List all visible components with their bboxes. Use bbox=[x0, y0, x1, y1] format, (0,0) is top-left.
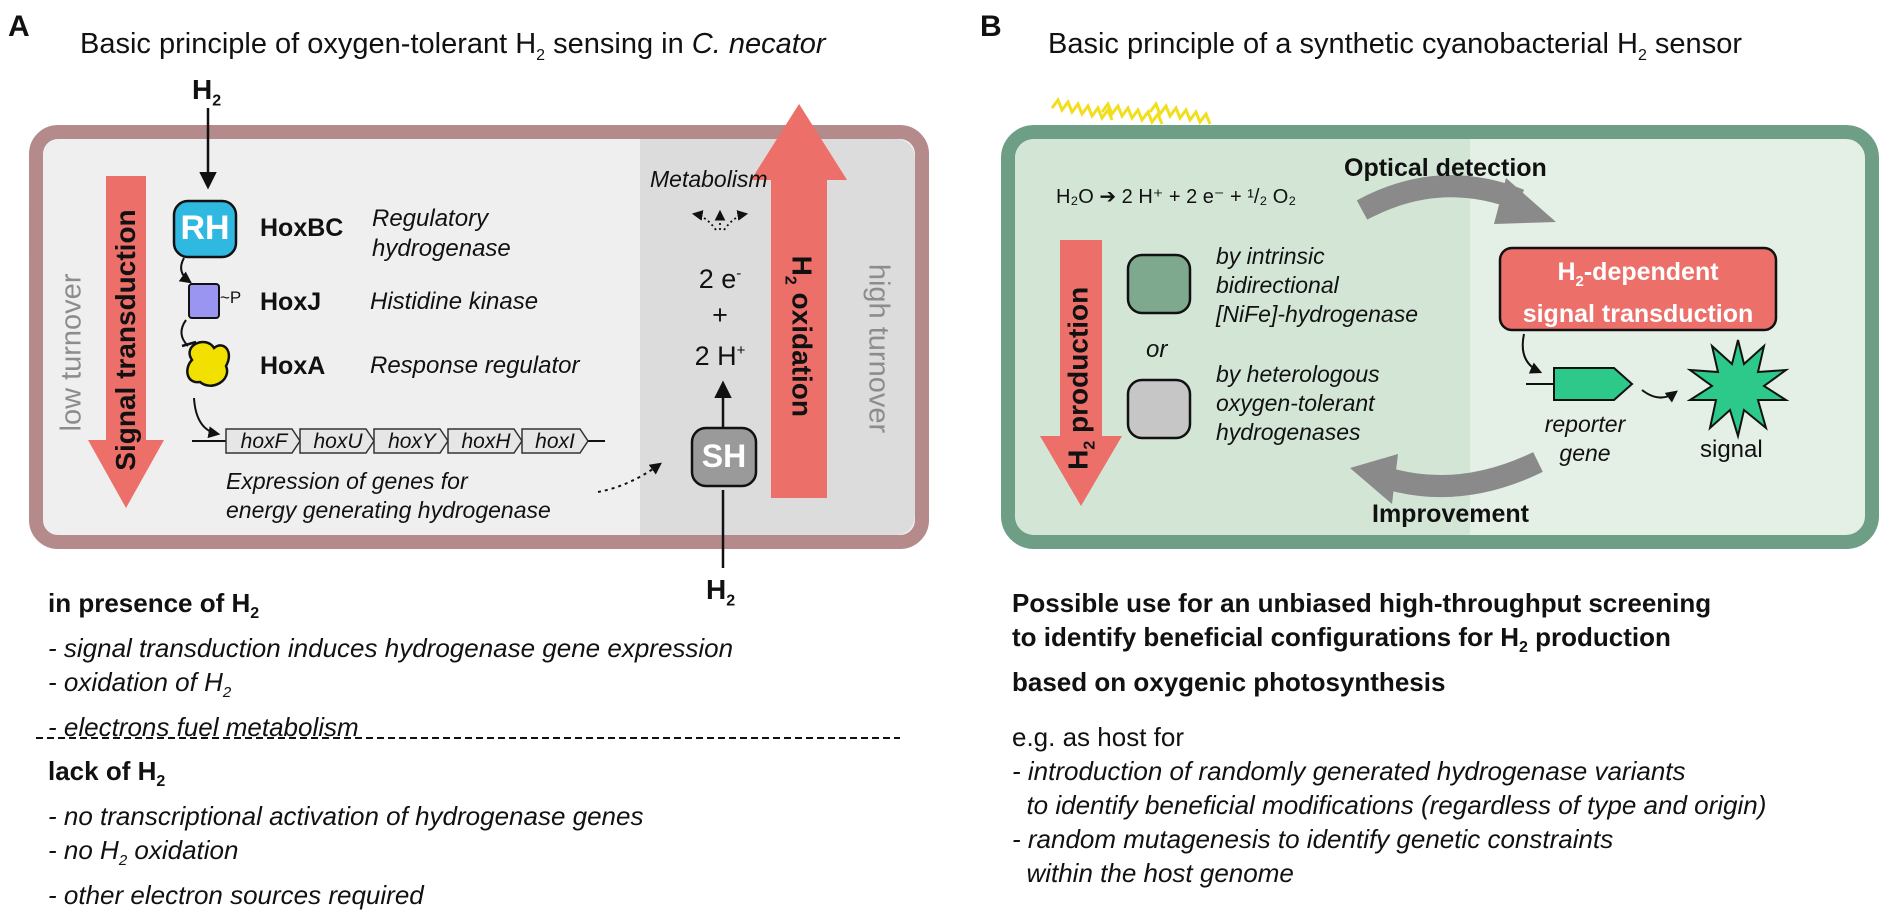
phospho-label: ~P bbox=[220, 288, 242, 307]
intrinsic-hydrogenase-box bbox=[1126, 253, 1192, 315]
eg-item: within the host genome bbox=[1012, 858, 1294, 888]
protein-name-hoxj: HoxJ bbox=[260, 288, 322, 316]
reporter-gene-shape bbox=[1553, 367, 1634, 401]
eg-label: e.g. as host for bbox=[1012, 722, 1184, 752]
host-use-list: e.g. as host for - introduction of rando… bbox=[1012, 720, 1766, 890]
protein-name-hoxa: HoxA bbox=[260, 352, 326, 380]
rh-box bbox=[172, 199, 238, 259]
gene-hoxU bbox=[299, 428, 375, 454]
presence-item: - oxidation of H2 bbox=[48, 667, 232, 702]
sh-label: SH bbox=[701, 438, 747, 474]
gene-operon bbox=[225, 428, 589, 454]
rh-label: RH bbox=[180, 209, 230, 247]
lack-list: lack of H2 - no transcriptional activati… bbox=[48, 754, 643, 912]
presence-list: in presence of H2 - signal transduction … bbox=[48, 586, 733, 744]
electrons-protons-label: 2 e- + 2 H+ bbox=[694, 264, 746, 371]
h2-production-arrow bbox=[1040, 240, 1122, 506]
or-label: or bbox=[1146, 336, 1168, 363]
panel-b-title: Basic principle of a synthetic cyanobact… bbox=[1048, 28, 1742, 64]
metabolism-label: Metabolism bbox=[650, 166, 768, 192]
kinase-box bbox=[188, 283, 220, 319]
high-turnover-label: high turnover bbox=[862, 263, 895, 434]
metabolism-arrows bbox=[691, 209, 749, 231]
light-icon bbox=[1050, 96, 1212, 126]
gene-label-hoxh: hoxH bbox=[461, 430, 511, 453]
h2-bottom-label: H2 bbox=[706, 574, 736, 610]
gene-label-hoxi: hoxI bbox=[535, 430, 575, 453]
gene-hoxI bbox=[521, 428, 589, 454]
panel-b-left-shade bbox=[1015, 139, 1470, 535]
gene-label-hoxy: hoxY bbox=[388, 430, 436, 453]
regulator-shape bbox=[186, 340, 231, 387]
panel-b-letter: B bbox=[980, 10, 1002, 43]
h2-oxidation-label: H2 oxidation bbox=[781, 255, 818, 417]
improvement-label: Improvement bbox=[1372, 500, 1529, 528]
lack-title: lack of H2 bbox=[48, 756, 166, 791]
presence-item: - signal transduction induces hydrogenas… bbox=[48, 633, 734, 664]
eg-item: to identify beneficial modifications (re… bbox=[1012, 790, 1767, 820]
improvement-arrow bbox=[1382, 452, 1543, 498]
gene-label-hoxf: hoxF bbox=[240, 430, 288, 453]
water-splitting-equation: H₂O ➔ 2 H⁺ + 2 e⁻ + ¹/₂ O₂ bbox=[1056, 186, 1297, 208]
protein-role-hoxa: Response regulator bbox=[370, 352, 580, 379]
eg-item: - introduction of randomly generated hyd… bbox=[1012, 756, 1686, 786]
lack-item: - no transcriptional activation of hydro… bbox=[48, 801, 644, 832]
signal-transduction-box bbox=[1498, 246, 1778, 332]
presence-item: - electrons fuel metabolism bbox=[48, 712, 359, 743]
signal-transduction-arrow bbox=[88, 176, 164, 508]
panel-a-title: Basic principle of oxygen-tolerant H2 se… bbox=[80, 28, 826, 64]
eg-item: - random mutagenesis to identify genetic… bbox=[1012, 824, 1614, 854]
h2-production-label: H2 production bbox=[1062, 286, 1099, 470]
optical-detection-arrow bbox=[1356, 175, 1525, 220]
signal-box-label: H2-dependent signal transduction bbox=[1522, 258, 1754, 328]
possible-use-heading: Possible use for an unbiased high-throug… bbox=[1012, 588, 1712, 698]
signal-star-icon bbox=[1686, 339, 1790, 440]
h2-top-label: H2 bbox=[192, 74, 222, 110]
gene-hoxY bbox=[373, 428, 449, 454]
low-turnover-label: low turnover bbox=[55, 273, 88, 432]
signal-label: signal bbox=[1700, 436, 1763, 463]
panel-a-letter: A bbox=[8, 10, 30, 43]
gene-hoxF bbox=[225, 428, 301, 454]
lack-item: - no H2 oxidation bbox=[48, 835, 239, 870]
gene-hoxH bbox=[447, 428, 523, 454]
presence-title: in presence of H2 bbox=[48, 588, 260, 623]
optical-detection-label: Optical detection bbox=[1344, 154, 1547, 182]
heterologous-hydrogenase-box bbox=[1126, 378, 1192, 440]
gene-label-hoxu: hoxU bbox=[313, 430, 363, 453]
protein-name-hoxbc: HoxBC bbox=[260, 214, 344, 242]
protein-role-hoxj: Histidine kinase bbox=[370, 288, 539, 315]
lack-item: - other electron sources required bbox=[48, 880, 424, 911]
signal-transduction-label: Signal transduction bbox=[110, 209, 141, 471]
